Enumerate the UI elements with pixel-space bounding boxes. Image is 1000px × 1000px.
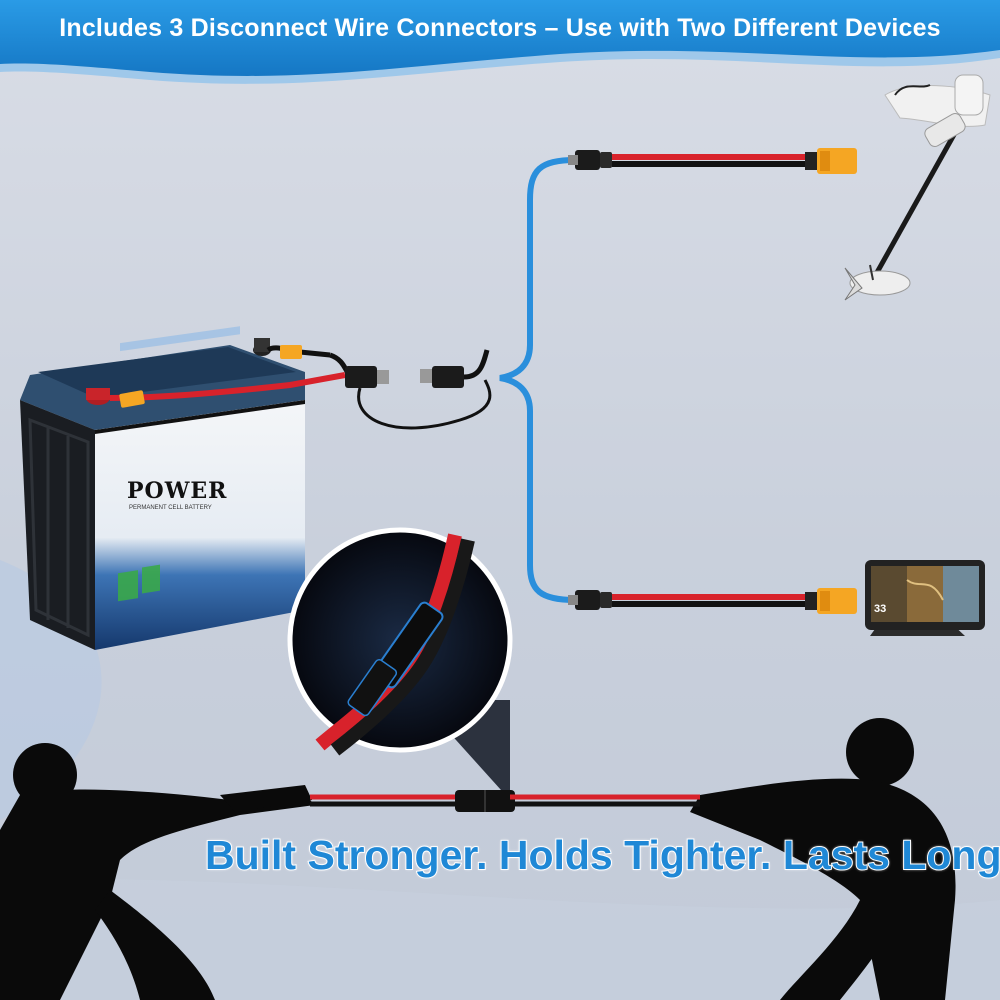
battery-pigtail-cable — [109, 345, 492, 430]
banner-title: Includes 3 Disconnect Wire Connectors – … — [59, 14, 941, 42]
battery-brand: POWER — [127, 478, 228, 504]
trolling-motor-device — [844, 74, 991, 301]
bottom-connector-cable — [568, 588, 857, 614]
tug-cable — [310, 790, 700, 812]
tug-of-war-silhouettes — [0, 718, 956, 1000]
fish-finder-device: 33 — [865, 560, 985, 636]
tagline: Built Stronger. Holds Tighter. Lasts Lon… — [204, 831, 1000, 879]
header-banner — [0, 0, 1000, 84]
fish-finder-reading: 33 — [874, 603, 886, 615]
top-connector-cable — [568, 148, 857, 174]
connector-zoom-callout — [287, 527, 513, 800]
battery-subtitle: PERMANENT CELL BATTERY — [129, 505, 212, 511]
splitter-brace — [499, 157, 578, 603]
battery — [20, 326, 305, 650]
